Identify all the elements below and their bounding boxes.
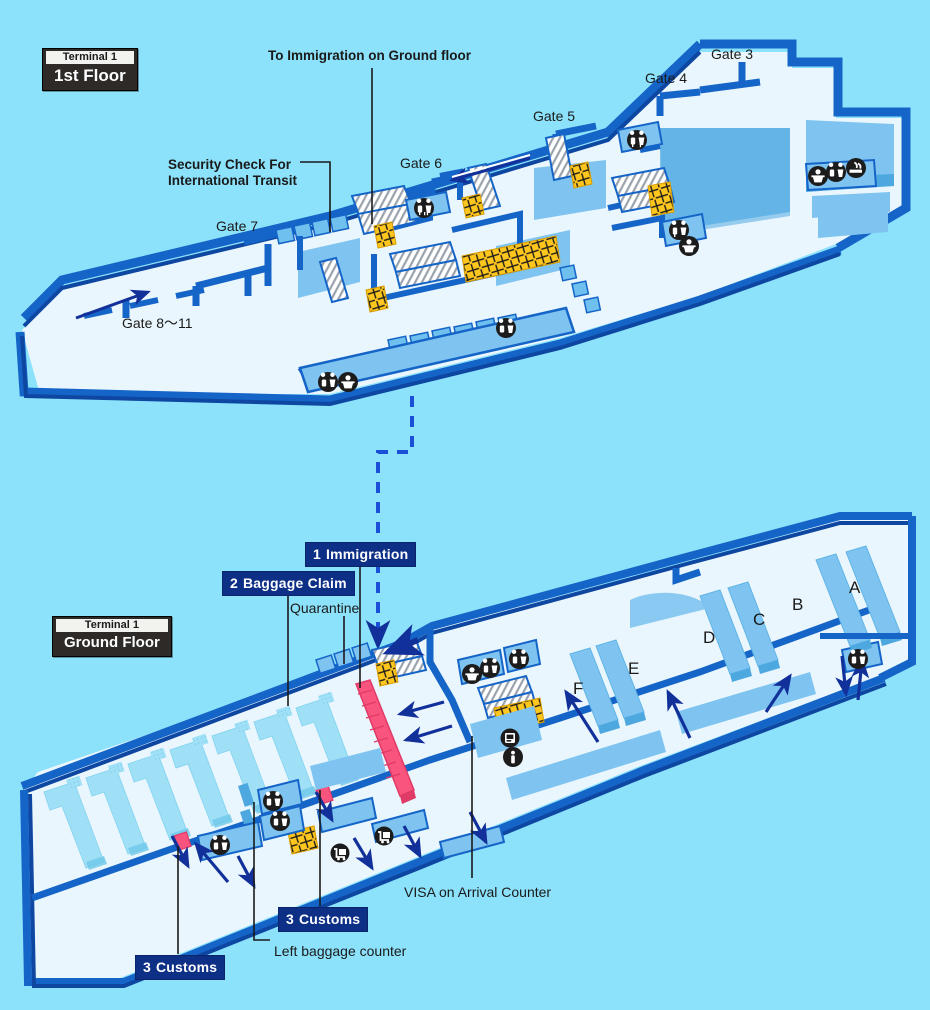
ground-floor-curved-desk [630, 592, 710, 628]
first-floor-icons [318, 130, 866, 392]
ground-floor-wall-notch [672, 568, 702, 585]
restroom-icon[interactable] [669, 220, 689, 240]
first-floor-corridor-arrow [449, 156, 531, 184]
first-floor-plan [15, 39, 911, 407]
label-text: Customs [156, 959, 218, 975]
annotation-to-immigration: To Immigration on Ground floor [268, 48, 471, 63]
belt-label-c: C [753, 610, 766, 629]
baby-care-icon[interactable] [338, 372, 358, 392]
restroom-icon[interactable] [318, 372, 338, 392]
first-floor-south-wall-shadow [20, 252, 841, 407]
belt-label-a: A [849, 578, 861, 597]
ground-floor-east-wall [878, 516, 916, 682]
security-check-line2: International Transit [168, 173, 298, 188]
label-customs-center[interactable]: 3 Customs [278, 907, 369, 932]
immigration-counter-row [355, 679, 416, 804]
baby-care-icon[interactable] [808, 166, 828, 186]
gate-4-pier [656, 88, 701, 116]
ground-floor-south-wall [20, 674, 886, 986]
restroom-icon[interactable] [210, 835, 230, 855]
restroom-icon[interactable] [480, 658, 500, 678]
baggage-belts [569, 545, 902, 734]
gate-label-gate-7: Gate 7 [216, 218, 259, 234]
annotation-quarantine: Quarantine [290, 600, 360, 616]
leader-left-baggage [253, 802, 270, 941]
belt-label-e: E [628, 659, 640, 678]
label-text: Immigration [326, 546, 409, 562]
terminal-name: Terminal 1 [46, 51, 134, 64]
restroom-icon[interactable] [270, 811, 290, 831]
gate-label-gate-8-11: Gate 8～11 [122, 315, 193, 331]
baby-care-icon[interactable] [679, 236, 699, 256]
ground-floor-north-wall-shadow [21, 521, 912, 795]
first-floor-east-wall [700, 39, 911, 252]
baby-care-icon[interactable] [462, 664, 482, 684]
floor-badge-ground: Terminal 1 Ground Floor [52, 616, 172, 657]
gate-8-11-arrow [75, 289, 151, 320]
floor-name: Ground Floor [64, 634, 160, 651]
ground-floor-plan [20, 512, 916, 988]
label-number: 2 [230, 575, 238, 591]
gate-label-gate-3: Gate 3 [711, 46, 754, 62]
restroom-icon[interactable] [263, 791, 283, 811]
restroom-icon[interactable] [414, 198, 434, 218]
annotation-visa-counter: VISA on Arrival Counter [404, 884, 552, 900]
restroom-icon[interactable] [848, 649, 868, 669]
label-immigration[interactable]: 1 Immigration [305, 542, 417, 567]
ground-floor-south-wall-shadow [28, 682, 887, 988]
label-number: 3 [143, 959, 151, 975]
ground-floor-north-wall [20, 512, 912, 790]
ground-floor-leaders [177, 560, 473, 954]
floor-badge-first: Terminal 1 1st Floor [42, 48, 138, 91]
restroom-icon[interactable] [826, 162, 846, 182]
smoking-area-icon[interactable] [846, 158, 866, 178]
security-check-line1: Security Check For [168, 157, 292, 172]
floor-name: 1st Floor [54, 66, 126, 85]
label-number: 1 [313, 546, 321, 562]
ground-floor-misc-blocks [238, 782, 255, 828]
floor-connector-path [365, 396, 414, 650]
annotation-left-baggage-counter: Left baggage counter [274, 943, 407, 959]
restroom-icon[interactable] [509, 649, 529, 669]
atm-icon[interactable] [500, 728, 520, 748]
restroom-icon[interactable] [496, 318, 516, 338]
restroom-icon[interactable] [627, 130, 647, 150]
label-number: 3 [286, 911, 294, 927]
terminal-name: Terminal 1 [56, 619, 168, 632]
annotation-security-check: Security Check For International Transit [168, 157, 297, 189]
label-text: Baggage Claim [243, 575, 347, 591]
gate-3-pier [699, 62, 761, 94]
baggage-cart-icon[interactable] [330, 843, 350, 863]
quarantine-booths [315, 642, 373, 675]
label-customs-left[interactable]: 3 Customs [135, 955, 226, 980]
belt-label-d: D [703, 628, 716, 647]
baggage-cart-icon[interactable] [374, 826, 394, 846]
belt-label-f: F [573, 679, 584, 698]
leader-security-check [300, 161, 331, 232]
label-text: Customs [299, 911, 361, 927]
ground-floor-east-hall [430, 520, 912, 762]
gate-label-gate-5: Gate 5 [533, 108, 576, 124]
gate-label-gate-6: Gate 6 [400, 155, 443, 171]
belt-label-b: B [792, 595, 804, 614]
label-baggage-claim[interactable]: 2 Baggage Claim [222, 571, 355, 596]
first-floor-walkways [318, 132, 676, 304]
information-icon[interactable] [503, 747, 523, 767]
first-floor-escalator-markers [365, 161, 675, 313]
ground-floor-divider-wall [426, 630, 474, 744]
gate-label-gate-4: Gate 4 [645, 70, 688, 86]
ground-floor-icons [210, 649, 868, 863]
